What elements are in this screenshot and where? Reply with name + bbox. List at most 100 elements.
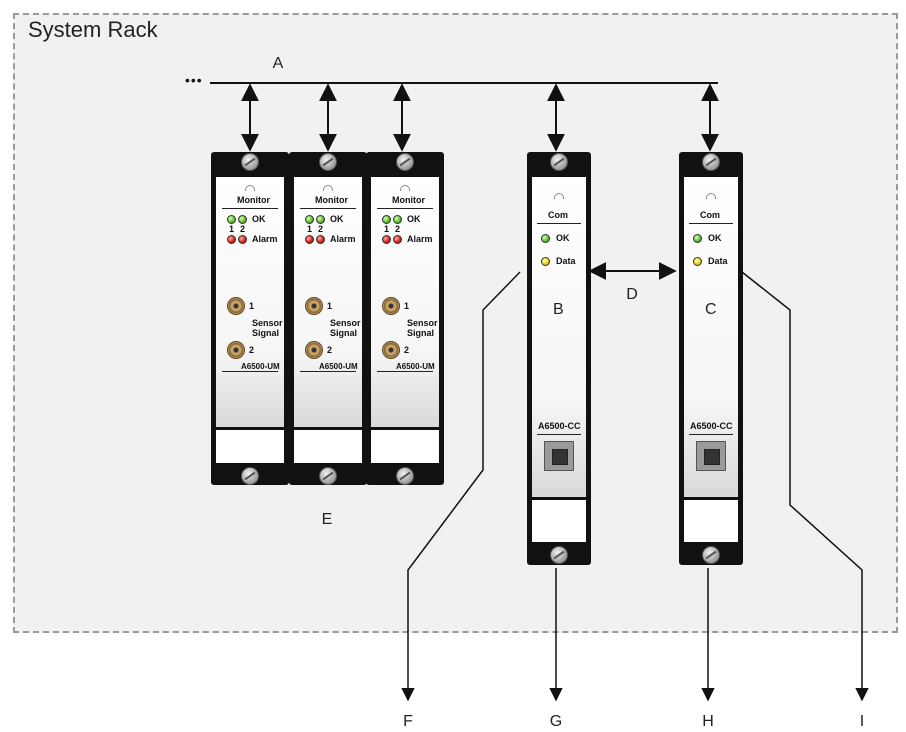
label-strip — [532, 500, 586, 542]
led-data — [693, 257, 702, 266]
callout-f: F — [403, 713, 413, 730]
callout-e: E — [321, 511, 333, 528]
brand-logo-icon — [400, 185, 410, 191]
monitor-module: Monitor OK 1 2 Alarm 1 Sensor Signal 2 A… — [289, 152, 367, 485]
callout-h: H — [702, 713, 714, 730]
model-label: A6500-UM — [396, 362, 435, 371]
system-rack — [13, 13, 898, 633]
label-strip — [684, 500, 738, 542]
module-faceplate: Monitor OK 1 2 Alarm 1 Sensor Signal 2 A… — [216, 177, 284, 427]
module-faceplate: Com OK Data B A6500-CC — [532, 177, 586, 497]
monitor-module: Monitor OK 1 2 Alarm 1 Sensor Signal 2 A… — [211, 152, 289, 485]
screw-icon — [241, 467, 259, 485]
model-label: A6500-UM — [319, 362, 358, 371]
channel-2-label: 2 — [240, 224, 246, 234]
connector-1-label: 1 — [327, 301, 333, 311]
sensor-connector-2 — [305, 341, 323, 359]
led-ok-2 — [393, 215, 402, 224]
ok-label: OK — [252, 214, 266, 224]
channel-1-label: 1 — [384, 224, 390, 234]
screw-icon — [396, 153, 414, 171]
bus-continuation-dots: ••• — [185, 72, 203, 88]
label-strip — [294, 430, 362, 463]
callout-g: G — [549, 713, 563, 730]
led-alarm-1 — [227, 235, 236, 244]
led-alarm-1 — [305, 235, 314, 244]
led-data — [541, 257, 550, 266]
alarm-label: Alarm — [330, 234, 356, 244]
channel-1-label: 1 — [229, 224, 235, 234]
connector-2-label: 2 — [327, 345, 333, 355]
label-strip — [216, 430, 284, 463]
module-title: Com — [548, 210, 568, 220]
sensor-connector-2 — [227, 341, 245, 359]
callout-a: A — [272, 55, 284, 72]
ok-label: OK — [708, 233, 722, 243]
module-faceplate: Monitor OK 1 2 Alarm 1 Sensor Signal 2 A… — [294, 177, 362, 427]
signal-label: Signal — [330, 328, 358, 338]
led-ok-1 — [305, 215, 314, 224]
brand-logo-icon — [706, 193, 716, 199]
channel-2-label: 2 — [318, 224, 324, 234]
led-ok — [693, 234, 702, 243]
model-label: A6500-CC — [538, 421, 581, 431]
data-label: Data — [556, 256, 576, 266]
ok-label: OK — [330, 214, 344, 224]
module-title: Monitor — [392, 195, 425, 205]
led-ok-1 — [227, 215, 236, 224]
callout-i: I — [859, 713, 865, 730]
sensor-connector-2 — [382, 341, 400, 359]
line-i — [741, 271, 869, 702]
led-ok-2 — [316, 215, 325, 224]
connector-1-label: 1 — [404, 301, 410, 311]
label-strip — [371, 430, 439, 463]
monitor-module: Monitor OK 1 2 Alarm 1 Sensor Signal 2 A… — [366, 152, 444, 485]
connector-2-label: 2 — [249, 345, 255, 355]
sensor-label: Sensor — [330, 318, 361, 328]
connector-1-label: 1 — [249, 301, 255, 311]
sensor-connector-1 — [227, 297, 245, 315]
module-title: Monitor — [237, 195, 270, 205]
screw-icon — [319, 153, 337, 171]
model-label: A6500-CC — [690, 421, 733, 431]
screw-icon — [396, 467, 414, 485]
signal-label: Signal — [407, 328, 435, 338]
sensor-label: Sensor — [252, 318, 283, 328]
connector-2-label: 2 — [404, 345, 410, 355]
module-title: Com — [700, 210, 720, 220]
module-title: Monitor — [315, 195, 348, 205]
brand-logo-icon — [323, 185, 333, 191]
callout-c: C — [705, 301, 717, 318]
module-faceplate: Monitor OK 1 2 Alarm 1 Sensor Signal 2 A… — [371, 177, 439, 427]
ok-label: OK — [407, 214, 421, 224]
usb-port-icon — [696, 441, 726, 471]
ok-label: OK — [556, 233, 570, 243]
brand-logo-icon — [554, 193, 564, 199]
com-module-c: Com OK Data C A6500-CC — [679, 152, 743, 565]
callout-b: B — [553, 301, 564, 318]
led-alarm-1 — [382, 235, 391, 244]
screw-icon — [319, 467, 337, 485]
led-alarm-2 — [238, 235, 247, 244]
channel-2-label: 2 — [395, 224, 401, 234]
alarm-label: Alarm — [252, 234, 278, 244]
line-f — [401, 271, 521, 702]
screw-icon — [702, 153, 720, 171]
screw-icon — [550, 153, 568, 171]
screw-icon — [702, 546, 720, 564]
rack-title: System Rack — [28, 17, 158, 42]
sensor-label: Sensor — [407, 318, 438, 328]
led-ok — [541, 234, 550, 243]
led-ok-1 — [382, 215, 391, 224]
usb-port-icon — [544, 441, 574, 471]
led-alarm-2 — [316, 235, 325, 244]
sensor-connector-1 — [305, 297, 323, 315]
screw-icon — [241, 153, 259, 171]
signal-label: Signal — [252, 328, 280, 338]
data-label: Data — [708, 256, 728, 266]
led-ok-2 — [238, 215, 247, 224]
com-module-b: Com OK Data B A6500-CC — [527, 152, 591, 565]
model-label: A6500-UM — [241, 362, 280, 371]
